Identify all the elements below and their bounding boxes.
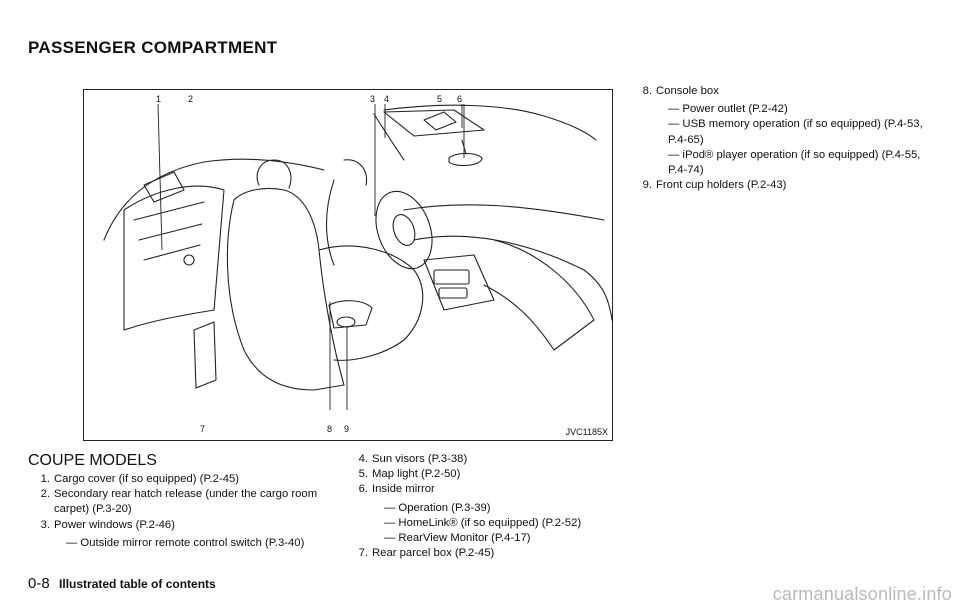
inside-mirror-shape — [448, 152, 483, 167]
callout-8: 8 — [327, 424, 332, 434]
callout-5: 5 — [437, 94, 442, 104]
list-item: 3. Power windows (P.2-46) — Outside mirr… — [40, 518, 305, 549]
callout-3: 3 — [370, 94, 375, 104]
steering-wheel-shape — [375, 190, 433, 270]
page-number: 0-8 — [28, 575, 50, 592]
callout-1: 1 — [156, 94, 161, 104]
list-item: 5. Map light (P.2-50) — [358, 468, 461, 481]
callout-4: 4 — [384, 94, 389, 104]
rear-parcel-box-shape — [193, 321, 217, 389]
footer-title: Illustrated table of contents — [59, 577, 216, 591]
interior-line-drawing: 1 2 3 4 5 6 7 8 9 — [103, 94, 613, 434]
section-title: PASSENGER COMPARTMENT — [28, 38, 278, 57]
interior-illustration: 1 2 3 4 5 6 7 8 9 JVC1185X — [83, 89, 613, 441]
callout-7: 7 — [200, 424, 205, 434]
list-item: 9. Front cup holders (P.2-43) — [642, 179, 787, 192]
driver-seat-shape — [226, 187, 345, 391]
passenger-seat-shape — [318, 245, 424, 361]
list-item: 7. Rear parcel box (P.2-45) — [358, 547, 495, 560]
callout-6: 6 — [457, 94, 462, 104]
item-list-column-1: 1. Cargo cover (if so equipped) (P.2-45)… — [28, 472, 328, 551]
console-box-shape — [328, 300, 373, 329]
item-list-column-3: 8. Console box — Power outlet (P.2-42) —… — [630, 84, 930, 193]
cargo-cover-shape — [123, 185, 225, 331]
list-item: 6. Inside mirror — Operation (P.3-39) — … — [358, 483, 582, 545]
list-item: 1. Cargo cover (if so equipped) (P.2-45) — [40, 473, 240, 485]
figure-code: JVC1185X — [565, 427, 608, 437]
page-footer: 0-8 Illustrated table of contents — [28, 575, 216, 592]
sub-heading: COUPE MODELS — [28, 452, 157, 469]
watermark: carmanualsonline.info — [772, 584, 952, 604]
list-item: 2. Secondary rear hatch release (under t… — [40, 488, 318, 516]
item-list-column-2: 4. Sun visors (P.3-38) 5. Map light (P.2… — [346, 452, 596, 561]
list-item: 8. Console box — Power outlet (P.2-42) —… — [642, 85, 923, 177]
callout-9: 9 — [344, 424, 349, 434]
roof-line — [383, 104, 597, 141]
callout-2: 2 — [188, 94, 193, 104]
sun-visor-shape — [383, 109, 485, 137]
center-console-shape — [423, 254, 495, 311]
list-item: 4. Sun visors (P.3-38) — [358, 453, 468, 465]
